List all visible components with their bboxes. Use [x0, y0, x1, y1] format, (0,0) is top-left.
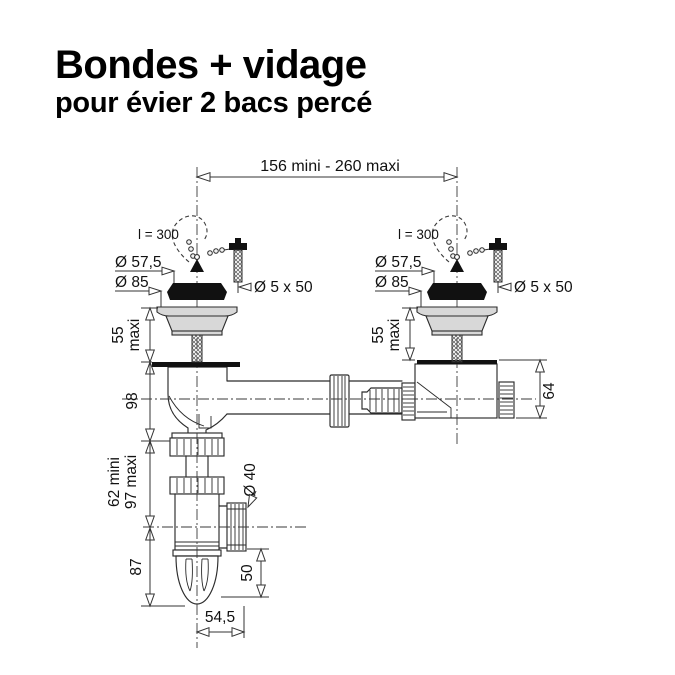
right-clamp-suffix: maxi — [386, 319, 403, 352]
adjust-min-label: 62 mini — [106, 457, 123, 507]
left-flange-diameter-label: Ø 85 — [115, 274, 149, 291]
left-clamp-dimension: 55 maxi — [110, 306, 158, 375]
arrow-down-icon — [404, 347, 416, 362]
arrow-up-icon — [255, 547, 267, 562]
inlet-nut — [401, 382, 416, 421]
outlet-diameter-callout: Ø 40 — [242, 463, 259, 509]
right-body-nut — [498, 381, 515, 419]
right-body-height-dimension: 64 — [499, 358, 558, 420]
arrow-down-icon — [144, 515, 156, 530]
left-chain-length-label: l = 300 — [138, 227, 179, 242]
arrow-left-icon — [195, 172, 211, 182]
arrow-up-icon — [144, 306, 156, 321]
arrow-up-icon — [404, 306, 416, 321]
page-subtitle: pour évier 2 bacs percé — [55, 87, 373, 119]
arrow-right-icon — [421, 266, 436, 276]
right-body — [414, 363, 498, 419]
adjust-height-dimension: 62 mini 97 maxi — [106, 441, 156, 541]
arrow-right-icon — [161, 266, 176, 276]
right-flange-diameter-label: Ø 85 — [375, 274, 409, 291]
outlet-offset-dimension: 54,5 — [195, 606, 246, 638]
arrow-up-icon — [534, 358, 546, 373]
right-labels: l = 300 Ø 57,5 Ø 85 Ø 5 x 50 — [375, 227, 573, 307]
cup-prongs — [185, 558, 209, 592]
outlet-diameter-label: Ø 40 — [242, 463, 259, 497]
right-drain-body — [414, 363, 515, 419]
arrow-right-icon — [231, 626, 246, 638]
header: Bondes + vidage pour évier 2 bacs percé — [55, 44, 372, 118]
right-screw-label: Ø 5 x 50 — [514, 279, 573, 296]
arrow-down-icon — [144, 593, 156, 608]
arrow-down-icon — [144, 428, 156, 443]
span-dimension: 156 mini - 260 maxi — [195, 158, 459, 182]
left-clamp-value: 55 — [110, 326, 127, 343]
arrow-left-icon — [195, 626, 210, 638]
right-plug-diameter-label: Ø 57,5 — [375, 254, 422, 271]
bottle-trap — [169, 476, 247, 605]
left-labels: l = 300 Ø 57,5 Ø 85 Ø 5 x 50 — [115, 227, 313, 307]
arrow-down-icon — [247, 493, 258, 509]
left-plug-diameter-label: Ø 57,5 — [115, 254, 162, 271]
page-title: Bondes + vidage — [55, 43, 367, 87]
left-tee-body — [167, 366, 228, 478]
arrow-right-icon — [408, 286, 423, 296]
adjust-max-label: 97 maxi — [123, 455, 140, 509]
sink-plate-left — [152, 362, 240, 367]
cup-height-label: 87 — [128, 558, 145, 575]
trap-cylinder — [174, 493, 220, 551]
horizontal-pipe — [226, 374, 416, 428]
outlet-drop-label: 50 — [239, 564, 256, 582]
right-chain-length-label: l = 300 — [398, 227, 439, 242]
cup-height-dimension: 87 — [128, 528, 185, 608]
arrow-down-icon — [534, 405, 546, 420]
tee-height-label: 98 — [124, 392, 141, 409]
left-clamp-suffix: maxi — [126, 319, 143, 352]
right-body-height-label: 64 — [541, 382, 558, 400]
arrow-right-icon — [148, 286, 163, 296]
arrow-left-icon — [237, 282, 252, 292]
outlet-offset-label: 54,5 — [205, 609, 235, 626]
right-clamp-value: 55 — [370, 326, 387, 343]
arrow-right-icon — [443, 172, 459, 182]
union-nut — [329, 374, 350, 428]
arrow-down-icon — [255, 584, 267, 599]
outlet-drop-dimension: 50 — [221, 547, 269, 599]
span-label: 156 mini - 260 maxi — [260, 158, 400, 175]
left-screw-label: Ø 5 x 50 — [254, 279, 313, 296]
right-clamp-dimension: 55 maxi — [370, 306, 418, 362]
arrow-left-icon — [497, 282, 512, 292]
arrow-down-icon — [144, 349, 156, 364]
tee-height-dimension: 98 — [124, 362, 170, 454]
